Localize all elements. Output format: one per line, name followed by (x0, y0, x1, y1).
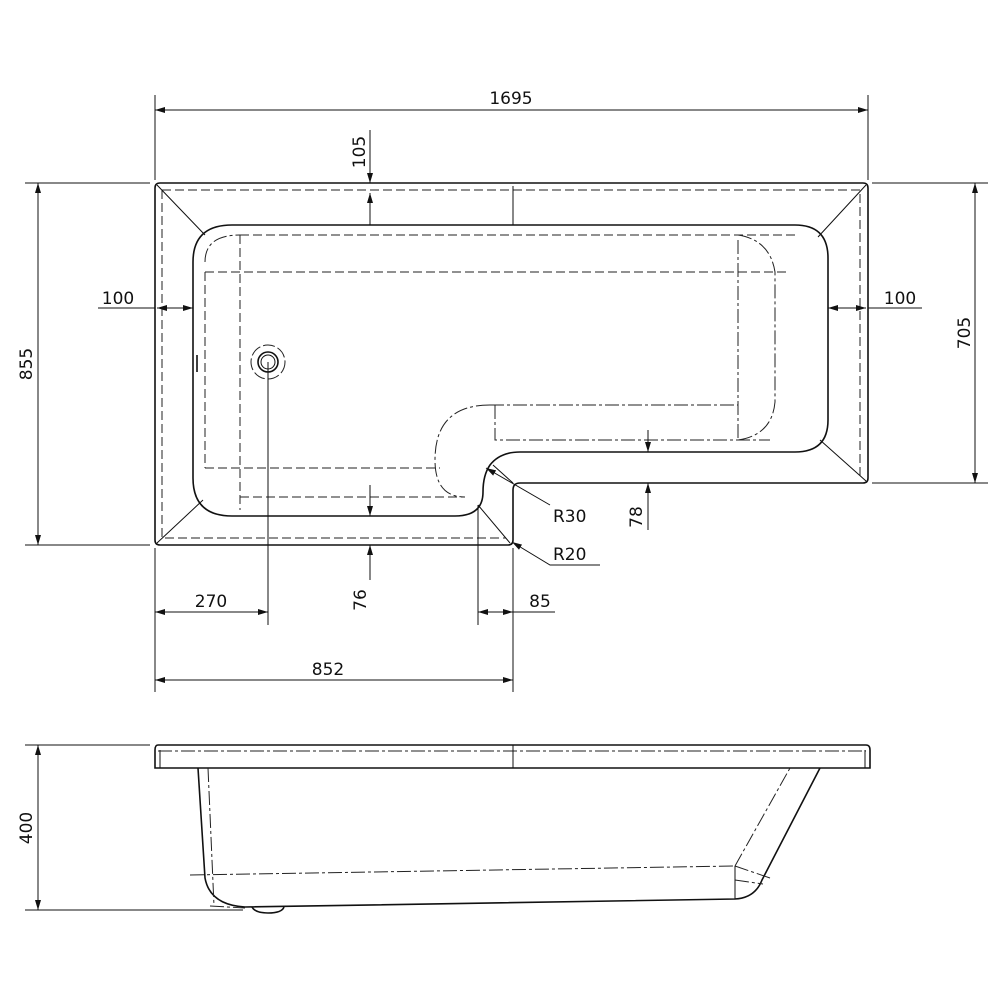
plan-view: 1695 855 705 105 100 100 76 78 270 85 85… (17, 89, 988, 692)
dim-wide-section-length: 852 (155, 660, 513, 683)
svg-text:852: 852 (312, 660, 344, 680)
side-body-hidden (189, 767, 791, 909)
svg-text:1695: 1695 (489, 89, 532, 109)
radius-callout-r20: R20 (511, 541, 600, 566)
svg-text:105: 105 (350, 136, 370, 168)
svg-text:270: 270 (195, 592, 227, 612)
svg-text:855: 855 (17, 348, 37, 380)
dim-rim-right: 100 (828, 289, 922, 311)
dim-rim-back: 105 (350, 130, 373, 225)
dim-rim-front-narrow: 78 (627, 430, 651, 530)
svg-text:78: 78 (627, 506, 647, 528)
bowl-outline (192, 224, 829, 517)
outer-rim-outline (154, 182, 869, 546)
svg-text:100: 100 (884, 289, 916, 309)
bowl-inner-dashed (204, 234, 795, 510)
side-view: 400 (17, 744, 871, 914)
svg-text:705: 705 (955, 317, 975, 349)
side-rim (154, 744, 871, 769)
svg-text:76: 76 (351, 589, 371, 611)
waste-outlet (251, 906, 285, 914)
dim-narrow-width: 705 (872, 182, 988, 484)
svg-text:R30: R30 (553, 507, 586, 527)
rim-inner-dashed (161, 189, 861, 539)
svg-text:85: 85 (529, 592, 551, 612)
dim-step-rim: 85 (477, 505, 555, 692)
bowl-floor-dashed (204, 234, 776, 498)
svg-text:R20: R20 (553, 545, 586, 565)
dim-overall-length: 1695 (154, 89, 869, 180)
dim-rim-front: 76 (351, 485, 373, 611)
dim-rim-left: 100 (98, 289, 193, 311)
svg-text:100: 100 (102, 289, 134, 309)
radius-callout-r30: R30 (485, 467, 586, 527)
corner-lines (156, 184, 867, 544)
side-body-outline (197, 767, 821, 908)
dim-height: 400 (17, 744, 243, 911)
dim-overall-width: 855 (17, 182, 150, 546)
svg-text:400: 400 (17, 812, 37, 844)
dim-waste-offset: 270 (154, 362, 269, 692)
